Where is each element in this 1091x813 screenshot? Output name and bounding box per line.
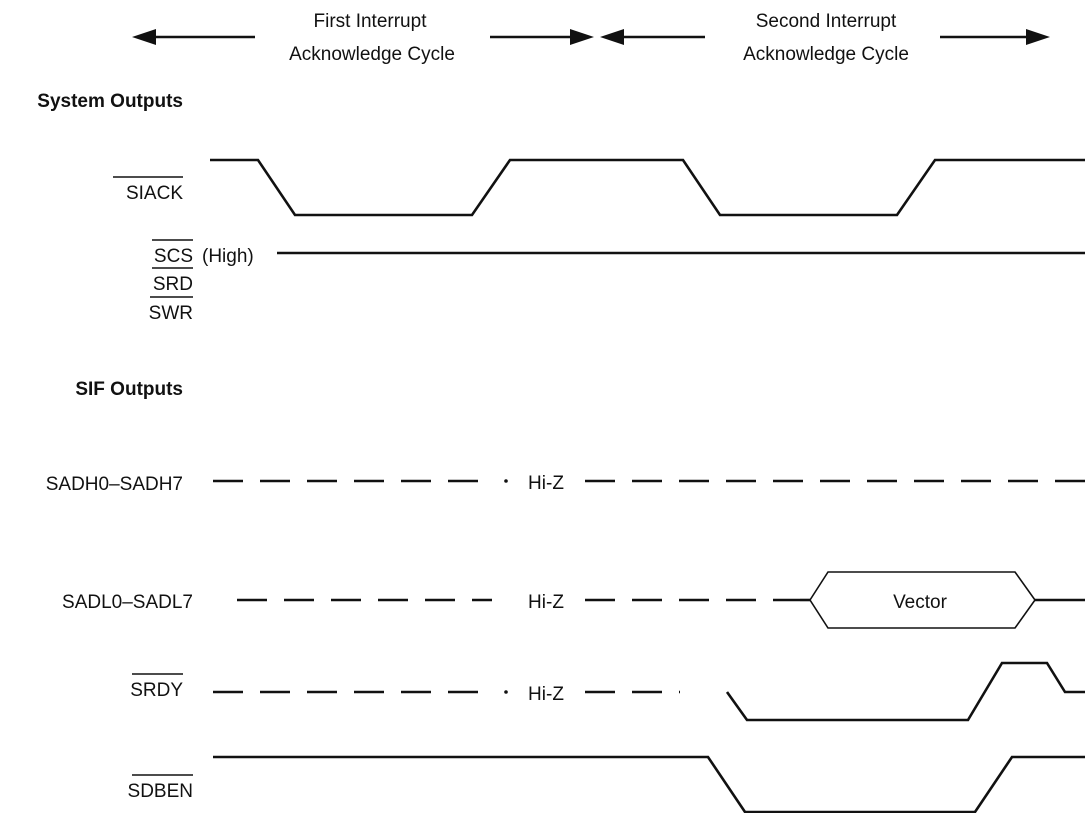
- sadh-hiz-dot: [504, 479, 508, 483]
- first-cycle-left-arrowhead: [132, 29, 156, 45]
- sdben-label-group: SDBEN: [128, 774, 193, 802]
- srdy-waveform: [725, 661, 1085, 722]
- swr-label: SWR: [149, 303, 193, 324]
- siack-label: SIACK: [126, 183, 183, 204]
- srdy-label-group: SRDY: [130, 673, 183, 701]
- first-cycle-right-arrowhead: [570, 29, 594, 45]
- srd-label-group: SRD: [152, 267, 193, 295]
- second-cycle-right-arrowhead: [1026, 29, 1050, 45]
- first-cycle-label-line2: Acknowledge Cycle: [289, 44, 455, 65]
- system-outputs-heading: System Outputs: [37, 91, 183, 112]
- scs-label-group: SCS: [152, 239, 193, 267]
- srdy-hiz-label: Hi-Z: [528, 684, 564, 705]
- sdben-waveform: [213, 755, 1085, 813]
- scs-label: SCS: [154, 246, 193, 267]
- second-cycle-label-line1: Second Interrupt: [756, 11, 897, 32]
- sdben-label: SDBEN: [128, 781, 193, 802]
- siack-label-group: SIACK: [113, 176, 183, 204]
- second-cycle-left-arrowhead: [600, 29, 624, 45]
- sadh-label: SADH0–SADH7: [46, 474, 183, 495]
- srd-label: SRD: [153, 274, 193, 295]
- first-cycle-label-line1: First Interrupt: [314, 11, 428, 32]
- scs-high-annotation: (High): [202, 246, 254, 267]
- sif-outputs-heading: SIF Outputs: [75, 379, 183, 400]
- second-cycle-label-line2: Acknowledge Cycle: [743, 44, 909, 65]
- sadl-label: SADL0–SADL7: [62, 592, 193, 613]
- srdy-label: SRDY: [130, 680, 183, 701]
- siack-waveform: [210, 158, 1085, 217]
- cycle-arrows: [132, 29, 1050, 45]
- swr-label-group: SWR: [149, 296, 193, 324]
- srdy-hiz-dot: [504, 690, 508, 694]
- sadl-hiz-label: Hi-Z: [528, 592, 564, 613]
- sadh-hiz-label: Hi-Z: [528, 473, 564, 494]
- sadl-vector-label: Vector: [893, 592, 948, 613]
